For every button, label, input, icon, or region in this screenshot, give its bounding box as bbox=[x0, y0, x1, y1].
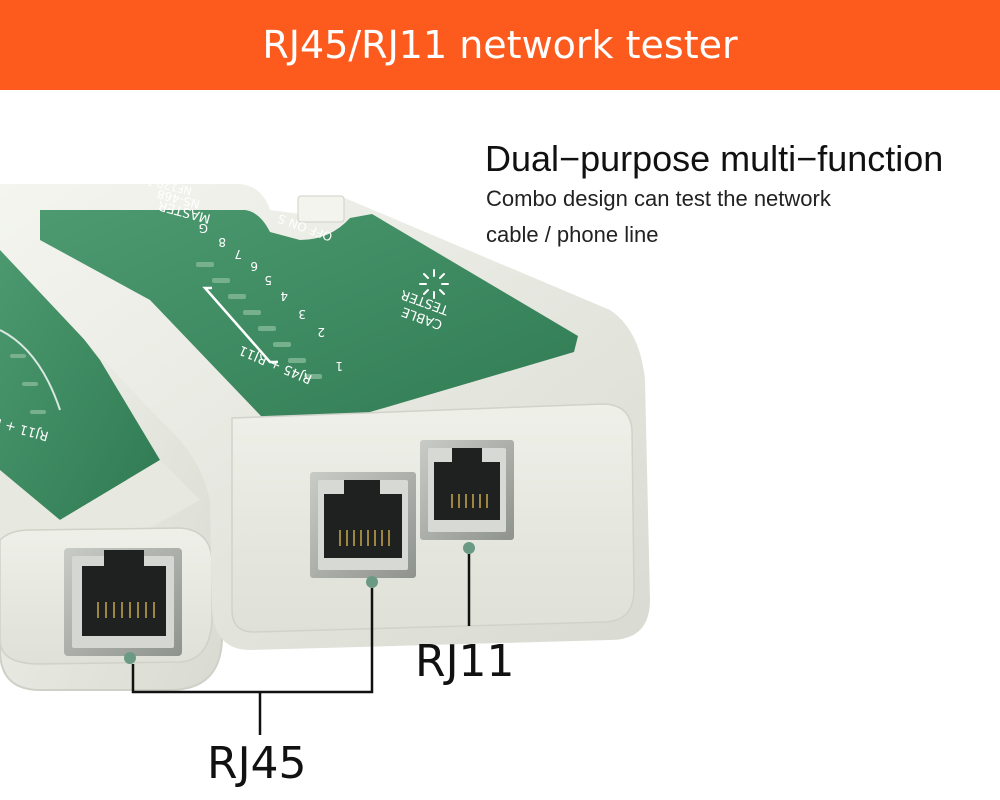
led-number-7: 7 bbox=[234, 247, 242, 261]
title-banner: RJ45/RJ11 network tester bbox=[0, 0, 1000, 90]
rj45-jack-main bbox=[310, 472, 416, 578]
rj45-side-callout-dot bbox=[124, 652, 136, 664]
led-number-g: G bbox=[199, 221, 208, 235]
master-panel bbox=[40, 210, 578, 438]
feature-description-line-2: cable / phone line bbox=[486, 222, 659, 247]
power-indicator-icon bbox=[419, 269, 449, 299]
led-number-8: 8 bbox=[218, 235, 226, 249]
rj11-callout-dot bbox=[463, 542, 475, 554]
led-number-4: 4 bbox=[280, 289, 288, 303]
rj45-callout-label: RJ45 bbox=[207, 738, 307, 789]
rj45-jack-side bbox=[64, 548, 182, 656]
led-number-1: 1 bbox=[335, 359, 343, 373]
rj45-main-callout-dot bbox=[366, 576, 378, 588]
banner-title: RJ45/RJ11 network tester bbox=[262, 23, 738, 67]
rj11-jack-main bbox=[420, 440, 514, 540]
feature-headline: Dual−purpose multi−function bbox=[485, 138, 944, 179]
led-number-3: 3 bbox=[298, 307, 306, 321]
rj11-callout-label: RJ11 bbox=[415, 636, 515, 687]
master-tester-unit: 1 2 3 4 5 6 7 8 G MASTER NS-468 NF120 16… bbox=[0, 164, 650, 650]
remote-tester-unit: RJ11 + RJ45 bbox=[0, 208, 224, 691]
led-number-5: 5 bbox=[264, 273, 272, 287]
led-number-2: 2 bbox=[317, 325, 325, 339]
power-switch[interactable] bbox=[297, 195, 345, 223]
feature-description-line-1: Combo design can test the network bbox=[486, 186, 831, 211]
product-photo: RJ11 + RJ45 bbox=[0, 164, 650, 735]
callout-lines bbox=[131, 554, 471, 735]
led-number-6: 6 bbox=[250, 259, 258, 273]
